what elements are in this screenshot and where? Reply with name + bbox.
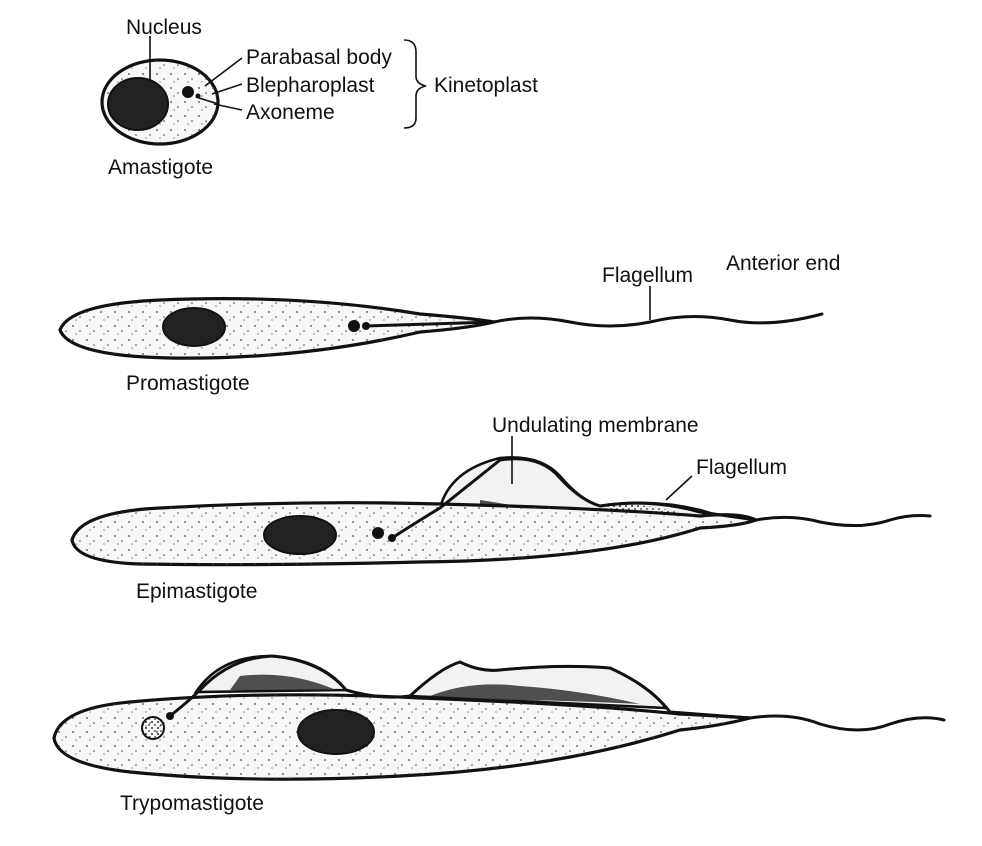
- label-amastigote: Amastigote: [108, 156, 213, 179]
- label-trypomastigote: Trypomastigote: [120, 792, 264, 815]
- epimastigote-nucleus: [263, 515, 337, 555]
- label-blepharoplast: Blepharoplast: [246, 74, 375, 97]
- label-kinetoplast: Kinetoplast: [434, 74, 538, 97]
- parabasal-leader: [204, 57, 243, 87]
- label-flagellum-mid: Flagellum: [696, 456, 787, 479]
- epimastigote-figure: [70, 456, 932, 567]
- promastigote-nucleus: [162, 307, 226, 347]
- label-epimastigote: Epimastigote: [136, 580, 257, 603]
- label-promastigote: Promastigote: [126, 372, 250, 395]
- flagellum-mid-leader: [665, 475, 693, 501]
- amastigote-kinetoplast-dot: [182, 86, 194, 98]
- promastigote-flagellum: [492, 312, 824, 328]
- amastigote-nucleus: [107, 77, 169, 131]
- label-nucleus: Nucleus: [126, 16, 202, 39]
- epimastigote-flagellum: [754, 514, 932, 528]
- kinetoplast-brace: [403, 39, 427, 129]
- trypomastigote-flagellum: [748, 714, 946, 732]
- amastigote-figure: [100, 58, 220, 146]
- trypomastigote-figure: [52, 654, 946, 781]
- blepharoplast-leader: [211, 83, 243, 95]
- trypomastigote-nucleus: [297, 709, 375, 755]
- label-axoneme: Axoneme: [246, 101, 335, 124]
- promastigote-figure: [58, 297, 824, 360]
- axoneme-leader: [213, 103, 243, 111]
- label-anterior-end: Anterior end: [726, 252, 840, 275]
- label-undulating-membrane: Undulating membrane: [492, 414, 699, 437]
- label-parabasal-body: Parabasal body: [246, 46, 392, 69]
- label-flagellum-top: Flagellum: [602, 264, 693, 287]
